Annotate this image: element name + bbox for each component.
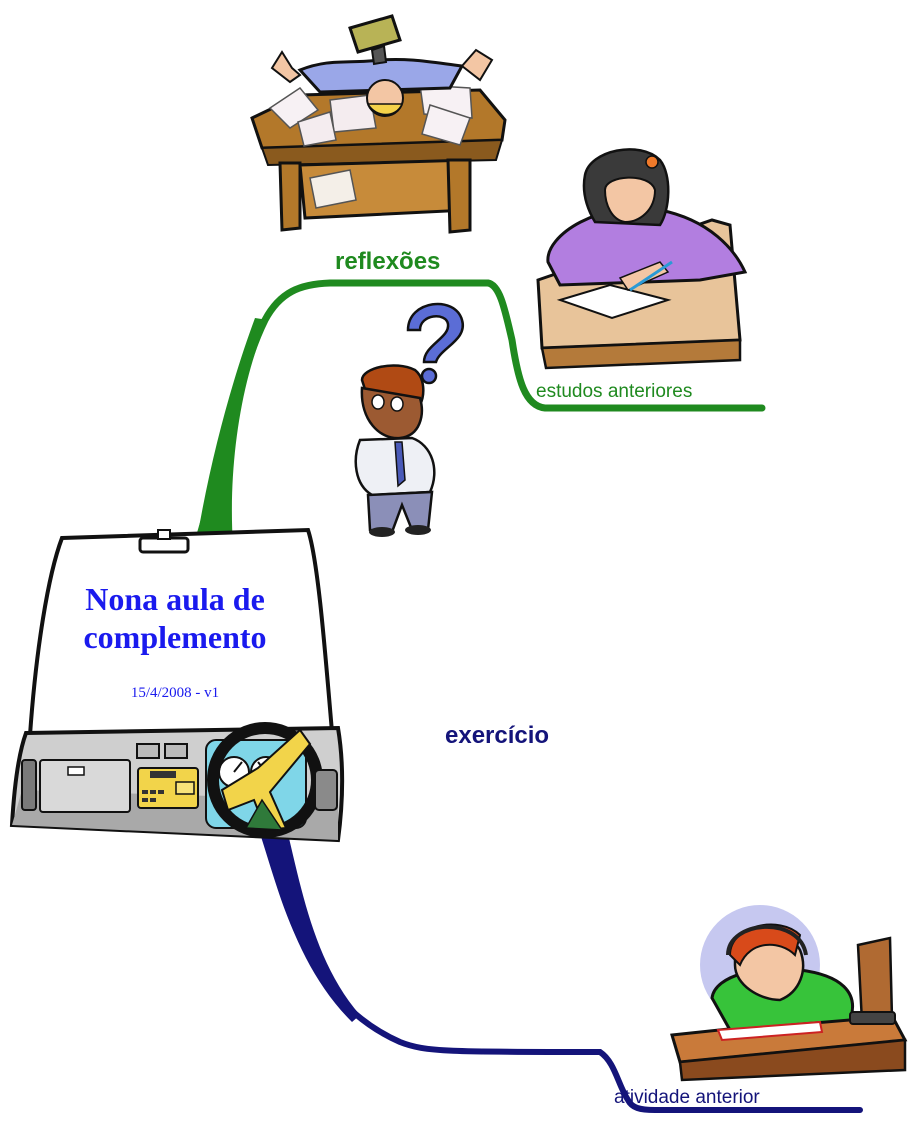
confused-man-icon xyxy=(354,302,465,537)
branch-label-reflexoes: reflexões xyxy=(335,248,441,275)
overwhelmed-worker-desk-icon xyxy=(250,14,507,234)
student-writing-icon xyxy=(536,148,748,370)
branch-label-exercicio: exercício xyxy=(445,722,550,749)
branch-reflexoes-root-taper xyxy=(196,318,268,545)
car-dashboard-icon xyxy=(9,527,345,843)
student-sleeping-icon xyxy=(670,905,908,1082)
branch-label-estudos-anteriores: estudos anteriores xyxy=(536,381,693,402)
central-title: Nona aula de complemento xyxy=(40,580,310,656)
central-date: 15/4/2008 - v1 xyxy=(130,685,220,701)
central-title-line-2: complemento xyxy=(83,619,267,655)
branch-label-atividade-anterior: atividade anterior xyxy=(614,1087,760,1108)
branch-exercicio-root-taper xyxy=(258,822,360,1022)
central-title-line-1: Nona aula de xyxy=(85,581,265,617)
